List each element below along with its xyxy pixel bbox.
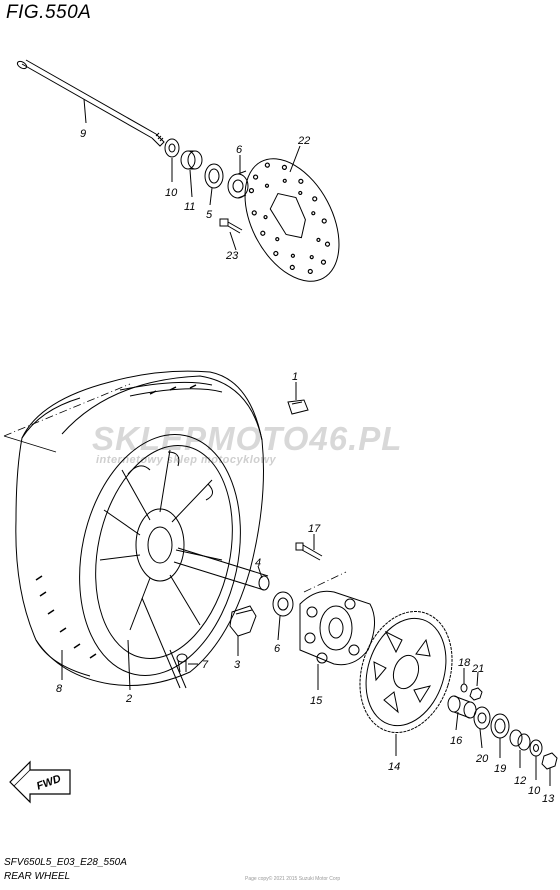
leader-9: [83, 98, 87, 124]
hub-bolt: [295, 542, 323, 561]
tire-tread-marks: [35, 384, 197, 659]
rear-tire: [15, 370, 264, 686]
part-label-6: 6: [236, 144, 243, 156]
part-label-13: 13: [542, 793, 555, 805]
part-label-7: 7: [202, 659, 209, 671]
part-label-18: 18: [458, 657, 471, 669]
guide-line-left: [3, 435, 57, 453]
part-label-20: 20: [475, 753, 489, 765]
wheel-spacer: [173, 547, 270, 591]
part-label-10b: 10: [528, 785, 541, 797]
model-code: SFV650L5_E03_E28_550A: [4, 857, 127, 868]
leader-20: [479, 728, 483, 749]
part-label-16: 16: [450, 735, 463, 747]
leader-2: [127, 639, 131, 691]
part-label-3: 3: [234, 659, 241, 671]
part-label-6b: 6: [274, 643, 281, 655]
sprocket-nut: [469, 687, 483, 701]
disc-bolt: [219, 218, 243, 234]
sprocket-bearing: [473, 706, 491, 730]
sprocket-seal: [490, 713, 510, 739]
leader-11: [189, 169, 193, 198]
guide-line-right: [303, 571, 347, 593]
part-label-17: 17: [308, 523, 321, 535]
brake-disc: [244, 158, 340, 282]
watermark-brand: SKLEPMOTO46.PL: [92, 420, 403, 457]
part-label-5: 5: [206, 209, 213, 221]
rear-wheel-rim: [79, 434, 241, 676]
axle-nut: [541, 752, 558, 770]
part-label-21: 21: [471, 663, 484, 675]
part-label-11: 11: [184, 201, 195, 213]
oil-seal: [204, 163, 224, 189]
leader-23: [229, 231, 237, 251]
leader-5: [209, 187, 213, 206]
clip-bracket: [287, 399, 309, 415]
rear-axle: [16, 59, 165, 147]
balance-weight: [229, 605, 257, 637]
forward-arrow-icon: [9, 760, 71, 804]
collar: [180, 150, 203, 170]
washer-18: [460, 683, 468, 693]
part-label-14: 14: [388, 761, 400, 773]
leader-2a: [141, 597, 181, 689]
part-label-19: 19: [494, 763, 506, 775]
part-label-2: 2: [125, 693, 132, 705]
collar-12: [509, 729, 531, 751]
leader-16: [455, 711, 459, 731]
leader-22: [289, 145, 301, 173]
part-label-12: 12: [514, 775, 526, 787]
figure-title: FIG.550A: [6, 2, 92, 23]
bearing-lower: [272, 591, 294, 617]
leader-6b: [277, 615, 281, 641]
part-label-22: 22: [297, 135, 310, 147]
part-label-10: 10: [165, 187, 178, 199]
part-label-1: 1: [292, 371, 298, 383]
leader-4: [257, 565, 263, 579]
leader-21: [476, 671, 479, 687]
watermark-tagline: internetowy sklep motocyklowy: [96, 454, 277, 466]
part-label-8: 8: [56, 683, 63, 695]
axle-washer: [164, 138, 180, 158]
axle-washer-lower: [529, 739, 543, 757]
leader-2b: [169, 649, 187, 689]
watermark: SKLEPMOTO46.PL internetowy sklep motocyk…: [92, 420, 472, 466]
rear-sprocket: [359, 610, 453, 734]
sprocket-drum: [299, 590, 375, 666]
part-label-23: 23: [225, 250, 239, 262]
section-name: REAR WHEEL: [4, 871, 71, 882]
tire-valve: [176, 653, 188, 673]
sprocket-sleeve: [447, 695, 477, 719]
part-label-9: 9: [80, 128, 86, 140]
part-label-4: 4: [255, 557, 261, 569]
guide-line-upper: [3, 383, 131, 437]
part-label-15: 15: [310, 695, 323, 707]
fine-print: Page copy© 2021 2015 Suzuki Motor Corp: [245, 876, 341, 882]
